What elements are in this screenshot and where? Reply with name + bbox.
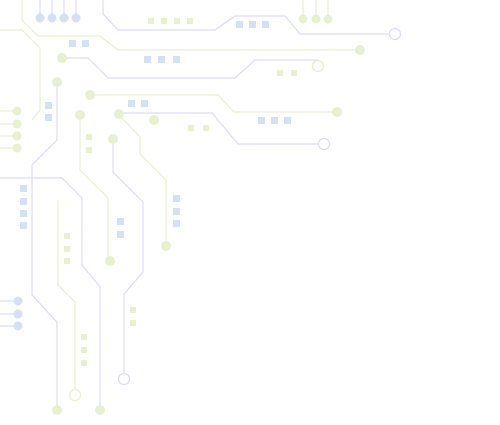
pad — [117, 231, 124, 238]
pad — [20, 198, 27, 205]
node — [13, 309, 23, 319]
pad — [64, 233, 70, 239]
chip-pads — [20, 18, 297, 366]
node — [298, 14, 308, 24]
trace — [21, 0, 360, 51]
node — [108, 134, 118, 144]
node — [52, 405, 62, 415]
pad — [64, 246, 70, 252]
node — [95, 405, 105, 415]
pad — [173, 195, 180, 202]
pad — [20, 185, 27, 192]
pad — [188, 125, 194, 131]
node — [12, 131, 22, 141]
pad — [174, 18, 180, 24]
node — [323, 14, 333, 24]
pad — [86, 134, 92, 140]
trace — [118, 114, 167, 246]
pad — [262, 21, 269, 28]
node — [114, 109, 124, 119]
pad — [161, 18, 167, 24]
node — [85, 90, 95, 100]
node — [311, 59, 325, 73]
pad — [187, 18, 193, 24]
node — [68, 388, 82, 402]
node — [105, 256, 115, 266]
pad — [117, 218, 124, 225]
trace — [62, 57, 318, 79]
pad — [203, 125, 209, 131]
node — [388, 27, 402, 41]
pad — [236, 21, 243, 28]
node — [59, 13, 69, 23]
pad — [64, 258, 70, 264]
pad — [148, 18, 154, 24]
node — [57, 53, 67, 63]
pad — [81, 347, 87, 353]
node — [52, 77, 62, 87]
pad — [20, 222, 27, 229]
pad — [128, 100, 135, 107]
pad — [81, 334, 87, 340]
node — [12, 106, 22, 116]
node — [35, 13, 45, 23]
pad — [173, 208, 180, 215]
node — [12, 119, 22, 129]
pad — [271, 117, 278, 124]
trace — [0, 177, 101, 410]
node — [12, 143, 22, 153]
pad — [69, 40, 76, 47]
pad — [291, 70, 297, 76]
node — [13, 321, 23, 331]
pad — [284, 117, 291, 124]
pad — [130, 307, 136, 313]
pad — [144, 56, 151, 63]
node — [47, 13, 57, 23]
pad — [249, 21, 256, 28]
pad — [45, 102, 52, 109]
node — [13, 296, 23, 306]
pad — [173, 220, 180, 227]
trace — [120, 112, 324, 145]
pad — [20, 210, 27, 217]
pad — [141, 100, 148, 107]
pad — [86, 147, 92, 153]
trace-nodes — [12, 13, 402, 415]
pad — [173, 56, 180, 63]
trace — [102, 0, 395, 35]
node — [75, 110, 85, 120]
pad — [158, 56, 165, 63]
trace — [31, 82, 58, 410]
trace — [79, 115, 109, 261]
node — [332, 107, 342, 117]
trace — [112, 139, 144, 379]
pad — [277, 70, 283, 76]
trace — [90, 94, 337, 113]
pad — [258, 117, 265, 124]
node — [355, 45, 365, 55]
trace — [0, 29, 41, 121]
node — [317, 137, 331, 151]
node — [149, 115, 159, 125]
node — [117, 372, 131, 386]
node — [161, 241, 171, 251]
pad — [45, 114, 52, 121]
node — [311, 14, 321, 24]
pad — [130, 320, 136, 326]
pad — [81, 360, 87, 366]
node — [71, 13, 81, 23]
trace — [57, 200, 76, 395]
pad — [82, 40, 89, 47]
